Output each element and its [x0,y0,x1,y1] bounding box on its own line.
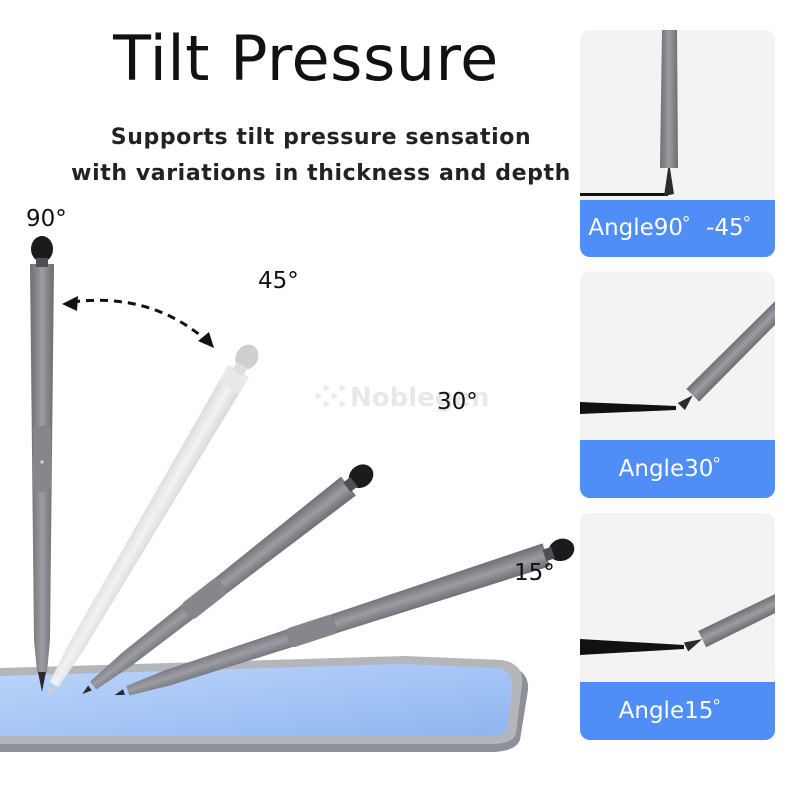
rotation-arrow [62,296,214,348]
panel-drawing-15 [580,550,775,655]
pen-45-ghost [46,344,259,697]
angle-label-15: 15° [514,560,555,586]
panel-drawing-90-45 [580,30,678,196]
page-title: Tilt Pressure [113,22,499,95]
tablet [0,656,529,752]
pen-30 [82,464,374,695]
angle-panel-15: Angle15゜ [580,513,775,740]
pen-90 [30,236,54,692]
watermark-text: Noblegen [350,383,490,413]
panel-label-30: Angle30゜ [580,440,775,498]
angle-label-90: 90° [26,206,67,232]
panel-label-15: Angle15゜ [580,682,775,740]
subtitle-line-2: with variations in thickness and depth [71,161,571,186]
panel-label-90-45: Angle90゜-45゜ [580,200,775,257]
angle-label-30: 30° [437,389,478,415]
page-subtitle: Supports tilt pressure sensation with va… [0,120,642,192]
angle-panel-30: Angle30゜ [580,272,775,498]
angle-label-45: 45° [258,268,299,294]
angle-panel-90-45: Angle90゜-45゜ [580,30,775,257]
panel-drawing-30 [580,272,775,414]
subtitle-line-1: Supports tilt pressure sensation [110,125,532,150]
pen-15 [114,538,575,696]
watermark: Noblegen [315,383,490,413]
